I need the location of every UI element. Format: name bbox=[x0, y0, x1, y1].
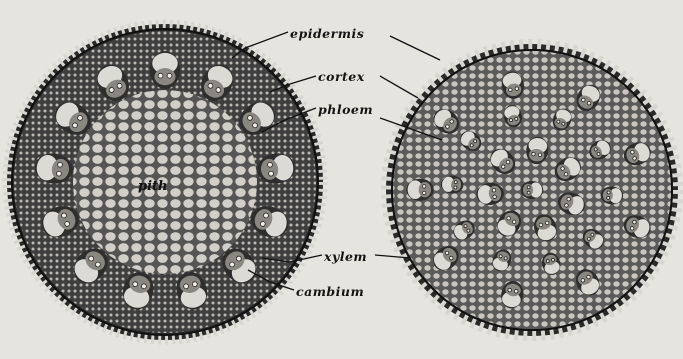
pith-label: pith bbox=[138, 179, 168, 194]
phloem-label: phloem bbox=[318, 102, 373, 117]
left-stem-section: pith bbox=[7, 24, 323, 340]
xylem-region bbox=[155, 68, 176, 85]
vascular-bundle bbox=[406, 179, 434, 201]
xylem-region bbox=[419, 182, 431, 197]
xylem-label: xylem bbox=[323, 249, 367, 264]
cortex-label: cortex bbox=[318, 69, 365, 84]
cortex-leader-right bbox=[380, 76, 418, 98]
vascular-bundle bbox=[521, 181, 544, 199]
epidermis-leader-right bbox=[390, 36, 440, 60]
epidermis-label: epidermis bbox=[290, 26, 364, 41]
cambium-label: cambium bbox=[296, 284, 364, 299]
vascular-bundle bbox=[150, 51, 180, 89]
right-stem-section bbox=[386, 44, 678, 336]
